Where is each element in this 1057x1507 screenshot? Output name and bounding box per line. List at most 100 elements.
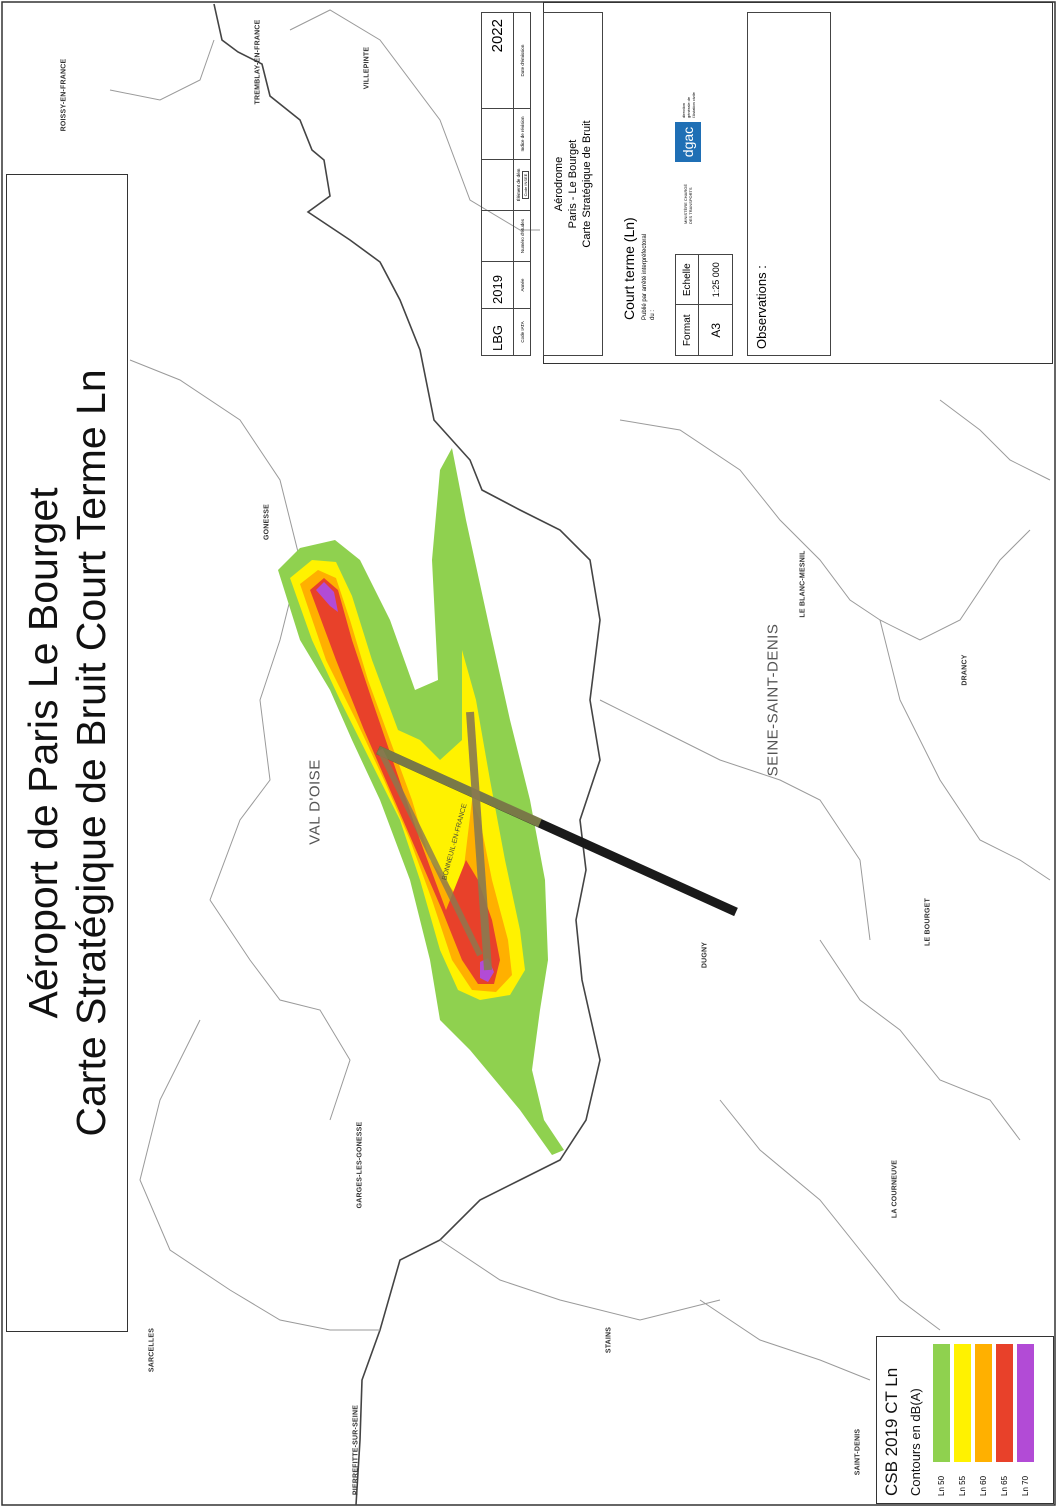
- date-label: Date d'émission: [519, 44, 525, 77]
- boundary-garges: [209, 899, 351, 1121]
- department-seine-saint-denis: SEINE-SAINT-DENIS: [764, 623, 782, 777]
- logos: MINISTÈRE CHARGÉ DES TRANSPORTS dgac dir…: [675, 88, 701, 224]
- legend-item: Ln 60: [973, 1344, 994, 1496]
- legend-item: Ln 70: [1015, 1344, 1036, 1496]
- court-terme-title: Court terme (Ln): [621, 217, 637, 320]
- contour-ln70-north: [316, 582, 338, 612]
- runway-main-overlay: [376, 745, 542, 828]
- cartouche: LBG Code IATA 2019 Année Numéro d'études…: [473, 4, 981, 364]
- boundary-east-edge: [939, 399, 1051, 481]
- edition-year-value: 2022: [482, 13, 514, 108]
- cartouche-frame: [543, 2, 1053, 364]
- cartouche-id-table: LBG Code IATA 2019 Année Numéro d'études…: [481, 12, 531, 356]
- code-iata-value: LBG: [482, 309, 514, 355]
- boundary-drancy: [879, 619, 1051, 881]
- commune-le-bourget: LE BOURGET: [924, 898, 932, 946]
- echelle-value: 1:25 000: [710, 262, 721, 298]
- commune-blanc-mesnil: LE BLANC-MESNIL: [799, 550, 807, 618]
- commune-pierrefitte: PIERREFITTE-SUR-SEINE: [352, 1404, 360, 1496]
- boundary-saint-denis: [699, 1299, 871, 1381]
- legend-items: Ln 50 Ln 55 Ln 60 Ln 65 Ln 70: [931, 1344, 1036, 1496]
- annee-value: 2019: [482, 262, 514, 308]
- dgac-logo: dgac: [675, 122, 701, 162]
- commune-saint-denis: SAINT-DENIS: [854, 1428, 862, 1476]
- cell-numero: Numéro d'études: [482, 210, 530, 261]
- commune-tremblay: TREMBLAY-EN-FRANCE: [254, 19, 262, 105]
- observations-label: Observations :: [754, 265, 769, 349]
- legend-item: Ln 50: [931, 1344, 952, 1496]
- cell-indice: Indice de révision: [482, 108, 530, 159]
- commune-boundaries: [109, 9, 1051, 1381]
- legend-item: Ln 65: [994, 1344, 1015, 1496]
- commune-villepinte: VILLEPINTE: [363, 46, 371, 90]
- publie-line-1: Publié par arrêté interpréfectoral: [642, 233, 648, 320]
- runway-diagonal: [466, 711, 492, 971]
- legend-title: CSB 2019 CT Ln: [882, 1367, 901, 1496]
- commune-dugny: DUGNY: [701, 941, 709, 969]
- aerodrome-line-2: Paris - Le Bourget: [567, 139, 579, 229]
- commune-sarcelles: SARCELLES: [148, 1327, 156, 1373]
- cell-annee: 2019 Année: [482, 261, 530, 308]
- boundary-villepinte: [289, 9, 540, 231]
- aerodrome-line-1: Aérodrome: [553, 156, 565, 212]
- commune-drancy: DRANCY: [961, 654, 969, 686]
- commune-la-courneuve: LA COURNEUVE: [891, 1159, 899, 1219]
- code-iata-label: Code IATA: [519, 321, 525, 343]
- noise-contours: [278, 448, 564, 1155]
- court-terme-block: Court terme (Ln) Publié par arrêté inter…: [621, 12, 657, 356]
- title-panel: Aéroport de Paris Le Bourget Carte Strat…: [6, 174, 128, 1332]
- format-value: A3: [708, 322, 723, 338]
- legend-item-label: Ln 70: [1021, 1475, 1030, 1496]
- legend-swatch-ln55: [954, 1344, 971, 1462]
- ministry-logo: MINISTÈRE CHARGÉ DES TRANSPORTS: [683, 183, 693, 224]
- title-line-1: Aéroport de Paris Le Bourget: [20, 487, 66, 1019]
- cell-code-iata: LBG Code IATA: [482, 308, 530, 355]
- boundary-bourget: [819, 939, 1021, 1141]
- indice-label: Indice de révision: [519, 116, 525, 152]
- legend-item-label: Ln 65: [1000, 1475, 1009, 1496]
- numero-label: Numéro d'études: [519, 218, 525, 254]
- legend-swatch-ln50: [933, 1344, 950, 1462]
- commune-stains: STAINS: [605, 1326, 613, 1354]
- element-label: Élément de dém: [515, 168, 521, 202]
- commune-gonesse: GONESSE: [263, 503, 271, 541]
- boundary-gonesse-west: [209, 559, 301, 901]
- legend: CSB 2019 CT Ln Contours en dB(A) Ln 50 L…: [878, 1338, 1052, 1502]
- cell-date: 2022 Date d'émission: [482, 13, 530, 108]
- commune-roissy: ROISSY-EN-FRANCE: [60, 58, 68, 132]
- legend-swatch-ln70: [1017, 1344, 1034, 1462]
- runways: [376, 711, 738, 971]
- legend-subtitle: Contours en dB(A): [908, 1388, 923, 1496]
- title-line-2: Carte Stratégique de Bruit Court Terme L…: [68, 369, 114, 1137]
- echelle-header: Echelle: [676, 255, 699, 305]
- legend-item-label: Ln 60: [979, 1475, 988, 1496]
- cartouche-bottom: Format A3 Echelle 1:25 000 MINISTÈRE CHA…: [675, 12, 733, 356]
- boundary-blanc-mesnil: [619, 419, 1031, 641]
- format-header: Format: [676, 305, 699, 355]
- boundary-sarcelles: [139, 1019, 380, 1331]
- legend-swatch-ln65: [996, 1344, 1013, 1462]
- code-insee-label: Code INSEE: [521, 170, 529, 200]
- cell-element: Élément de dém Code INSEE: [482, 159, 530, 210]
- department-val-doise: VAL D'OISE: [306, 759, 324, 845]
- contour-ln65: [310, 578, 500, 984]
- publie-line-2: du :: [650, 309, 656, 320]
- runway-cross: [377, 748, 483, 957]
- legend-item-label: Ln 50: [937, 1475, 946, 1496]
- boundary-roissy: [109, 39, 215, 101]
- legend-swatch-ln60: [975, 1344, 992, 1462]
- aerodrome-line-3: Carte Stratégique de Bruit: [581, 120, 593, 248]
- annee-label: Année: [519, 278, 525, 292]
- observations-box: Observations :: [747, 12, 831, 356]
- boundary-courneuve: [719, 1099, 941, 1331]
- format-scale-table: Format A3 Echelle 1:25 000: [675, 254, 733, 356]
- dgac-text: direction générale de l'Aviation civile: [680, 92, 696, 118]
- commune-garges: GARGES-LES-GONESSE: [356, 1121, 364, 1209]
- legend-item-label: Ln 55: [958, 1475, 967, 1496]
- boundary-dugny: [599, 699, 871, 941]
- department-boundary: [213, 3, 601, 1506]
- legend-item: Ln 55: [952, 1344, 973, 1496]
